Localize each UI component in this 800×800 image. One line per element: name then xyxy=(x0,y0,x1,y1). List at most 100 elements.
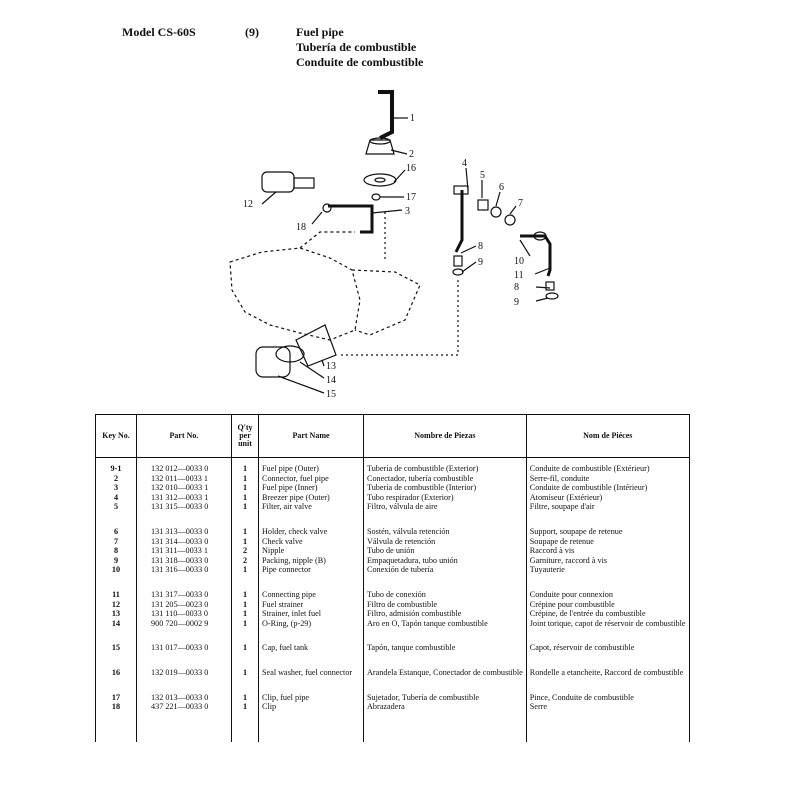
spacer-cell xyxy=(363,511,527,521)
part-name-cell: Nipple xyxy=(258,546,364,556)
part-number-cell: 132 013—0033 0 xyxy=(136,686,232,703)
nombre-cell: Aro en O, Tapón tanque combustible xyxy=(363,618,527,629)
callout-8: 8 xyxy=(478,241,483,252)
nom-cell: Crépine, de l'entrée du combustible xyxy=(525,609,690,619)
callout-8b: 8 xyxy=(514,282,519,293)
spacer-cell xyxy=(363,652,527,662)
nom-cell: Capot, réservoir de combustible xyxy=(525,637,690,653)
key-cell: 7 xyxy=(95,536,137,547)
part-name-cell: Pipe connector xyxy=(258,565,364,575)
qty-cell: 1 xyxy=(231,565,259,575)
qty-cell: 1 xyxy=(231,473,259,484)
column-header-part-no: Part No. xyxy=(136,414,232,458)
part-name-cell: Breezer pipe (Outer) xyxy=(258,492,364,503)
nom-cell: Tuyauterie xyxy=(525,565,690,575)
spacer-cell xyxy=(95,652,137,662)
part-name-cell: Strainer, inlet fuel xyxy=(258,609,364,619)
key-cell: 3 xyxy=(95,483,137,493)
part-number-cell: 131 318—0033 0 xyxy=(136,555,232,566)
callout-11: 11 xyxy=(514,270,524,281)
spacer-cell xyxy=(363,628,527,638)
qty-cell: 1 xyxy=(231,686,259,703)
part-name-cell: Fuel strainer xyxy=(258,599,364,610)
spacer-cell xyxy=(95,511,137,521)
qty-cell: 1 xyxy=(231,609,259,619)
title-french: Conduite de combustible xyxy=(296,55,424,69)
callout-18: 18 xyxy=(296,222,306,233)
nom-cell: Support, soupape de retenue xyxy=(525,520,690,537)
qty-cell: 1 xyxy=(231,492,259,503)
part-number-cell: 132 012—0033 0 xyxy=(136,457,232,474)
nombre-cell: Sujetador, Tubería de combustible xyxy=(363,686,527,703)
nombre-cell: Sostén, válvula retención xyxy=(363,520,527,537)
part-number-cell: 131 315—0033 0 xyxy=(136,502,232,512)
qty-cell: 1 xyxy=(231,637,259,653)
callout-12: 12 xyxy=(243,199,253,210)
spacer-cell xyxy=(231,574,259,584)
spacer-cell xyxy=(136,574,232,584)
key-cell: 2 xyxy=(95,473,137,484)
spacer-cell xyxy=(95,628,137,638)
title-english: Fuel pipe xyxy=(296,25,344,39)
key-cell: 15 xyxy=(95,637,137,653)
callout-1: 1 xyxy=(410,113,415,124)
nombre-cell: Tubo de unión xyxy=(363,546,527,556)
key-cell: 17 xyxy=(95,686,137,703)
group-spacer xyxy=(95,511,690,521)
part-name-cell: Cap, fuel tank xyxy=(258,637,364,653)
part-name-cell: Fuel pipe (Outer) xyxy=(258,457,364,474)
nom-cell: Conduite de combustible (Intérieur) xyxy=(525,483,690,493)
part-number-cell: 131 205—0023 0 xyxy=(136,599,232,610)
part-number-cell: 131 017—0033 0 xyxy=(136,637,232,653)
callout-9: 9 xyxy=(478,257,483,268)
nom-cell: Atomiseur (Extérieur) xyxy=(525,492,690,503)
callout-17: 17 xyxy=(406,192,416,203)
nom-cell: Garniture, raccord à vis xyxy=(525,555,690,566)
nom-cell: Conduite pour connexion xyxy=(525,583,690,600)
nombre-cell: Arandela Estanque, Conectador de combust… xyxy=(363,661,527,678)
part-number-cell: 131 311—0033 1 xyxy=(136,546,232,556)
part-number-cell: 131 312—0033 1 xyxy=(136,492,232,503)
spacer-cell xyxy=(363,677,527,687)
qty-cell: 1 xyxy=(231,583,259,600)
key-cell: 10 xyxy=(95,565,137,575)
nom-cell: Crépine pour combustible xyxy=(525,599,690,610)
key-cell: 11 xyxy=(95,583,137,600)
nom-cell: Raccord à vis xyxy=(525,546,690,556)
qty-cell: 2 xyxy=(231,546,259,556)
part-number-cell: 132 010—0033 1 xyxy=(136,483,232,493)
column-header-key: Key No. xyxy=(95,414,137,458)
nombre-cell: Conectador, tubería combustible xyxy=(363,473,527,484)
part-name-cell: Holder, check valve xyxy=(258,520,364,537)
qty-cell: 1 xyxy=(231,457,259,474)
nombre-cell: Tapón, tanque combustible xyxy=(363,637,527,653)
nombre-cell: Filtro, válvula de aire xyxy=(363,502,527,512)
part-number-cell: 131 313—0033 0 xyxy=(136,520,232,537)
group-spacer xyxy=(95,574,690,584)
section-number: (9) xyxy=(245,25,259,39)
spacer-cell xyxy=(258,652,364,662)
spacer-cell xyxy=(231,511,259,521)
nom-cell: Rondelle a etancheite, Raccord de combus… xyxy=(525,661,690,678)
spacer-cell xyxy=(136,628,232,638)
column-header-nombre: Nombre de Piezas xyxy=(363,414,527,458)
nombre-cell: Filtro de combustible xyxy=(363,599,527,610)
qty-cell: 1 xyxy=(231,702,259,743)
callout-15: 15 xyxy=(326,389,336,400)
key-cell: 9 xyxy=(95,555,137,566)
group-spacer xyxy=(95,677,690,687)
key-cell: 6 xyxy=(95,520,137,537)
spacer-cell xyxy=(136,652,232,662)
group-spacer xyxy=(95,652,690,662)
spacer-cell xyxy=(258,628,364,638)
key-cell: 9-1 xyxy=(95,457,137,474)
